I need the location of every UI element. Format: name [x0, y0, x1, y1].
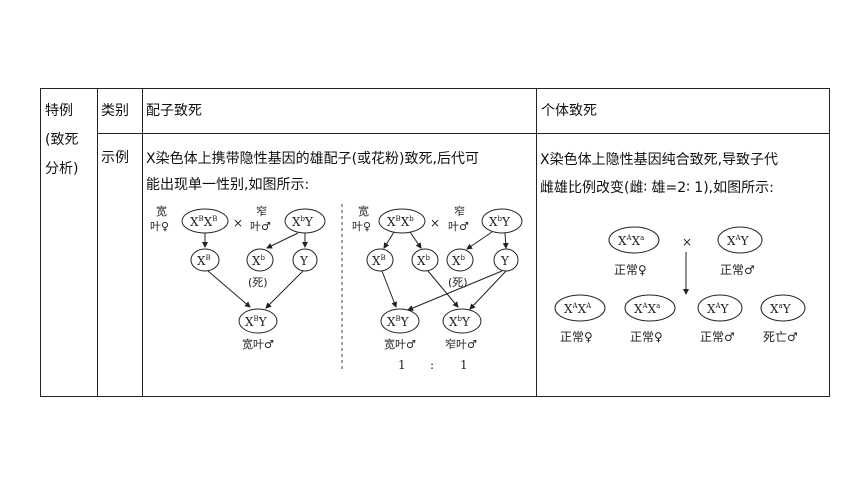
ratio-separator: :	[430, 358, 434, 372]
arrow	[427, 270, 459, 308]
gamete-node	[366, 248, 394, 272]
phenotype-label: 正常♀	[560, 330, 593, 344]
offspring-label: 窄叶♂	[445, 337, 477, 351]
genotype-text: XBXb	[387, 215, 414, 229]
parent-female-label: 叶♀	[150, 220, 169, 233]
genetics-table: 特例 (致死 分析) 类别 配子致死 个体致死 示例 X染色体上携带隐性基因的雄…	[40, 88, 830, 397]
arrow	[466, 231, 493, 250]
genotype-text: XBY	[245, 315, 268, 329]
genotype-text: Y	[299, 254, 309, 268]
phenotype-label: 正常♂	[720, 263, 755, 277]
genotype-text: Xb	[417, 254, 431, 268]
offspring-node	[238, 308, 278, 334]
gamete-description-line: X染色体上携带隐性基因的雄配子(或花粉)致死,后代可	[146, 151, 479, 167]
genotype-text: XAY	[707, 302, 730, 316]
row-header-line: (致死	[45, 132, 79, 148]
arrow	[407, 270, 503, 311]
genotype-text: XAXa	[618, 234, 644, 248]
genotype-text: Y	[500, 254, 510, 268]
genotype-text: XBXB	[190, 215, 217, 229]
parent-male-label: 叶♂	[448, 220, 469, 233]
header-individual-lethal: 个体致死	[541, 103, 597, 119]
row-divider	[97, 133, 829, 134]
genotype-text: Xb	[252, 254, 266, 268]
gamete-description: X染色体上携带隐性基因的雄配子(或花粉)致死,后代可 能出现单一性别,如图所示:	[146, 146, 479, 198]
ratio-value: 1	[398, 358, 406, 372]
parent-male-node	[481, 208, 523, 234]
ratio-value: 1	[460, 358, 468, 372]
offspring-node	[554, 294, 606, 322]
offspring-label: 宽叶♂	[384, 337, 416, 351]
individual-lethal-cross-diagram: XAXa 正常♀ × XAY 正常♂ XAXA 正常♀ XAXa 正常♀ XAY…	[554, 226, 806, 344]
col-divider	[142, 89, 143, 396]
genotype-text: XAXa	[634, 302, 660, 316]
header-gamete-lethal: 配子致死	[146, 103, 202, 119]
individual-description-line: 雌雄比例改变(雌∶ 雄=2∶ 1),如图所示:	[540, 180, 774, 196]
header-category: 类别	[101, 103, 129, 119]
arrow	[381, 270, 397, 308]
genotype-text: XbY	[292, 215, 314, 229]
parent-female-label: 叶♀	[352, 220, 371, 233]
parent-male-node	[717, 226, 763, 254]
parent-female-label: 宽	[358, 204, 369, 218]
individual-description-line: X染色体上隐性基因纯合致死,导致子代	[540, 152, 779, 168]
offspring-node	[624, 294, 676, 322]
arrow	[502, 232, 509, 249]
offspring-label: 宽叶♂	[242, 337, 274, 351]
example-label: 示例	[101, 150, 129, 166]
parent-female-node	[608, 226, 660, 254]
row-header: 特例 (致死 分析)	[45, 97, 78, 184]
lethal-note: (死)	[248, 276, 268, 289]
row-header-line: 分析)	[45, 161, 79, 177]
phenotype-label: 正常♂	[700, 330, 735, 344]
arrow	[383, 231, 395, 249]
col-divider	[97, 89, 98, 396]
arrow	[266, 232, 299, 249]
phenotype-label: 正常♀	[614, 263, 647, 277]
cross-symbol: ×	[682, 235, 692, 249]
cross-symbol: ×	[430, 216, 440, 230]
phenotype-label: 死亡♂	[763, 330, 798, 344]
gamete-node	[246, 248, 274, 272]
arrow	[265, 270, 304, 309]
gamete-node	[190, 248, 220, 272]
genotype-text: XB	[197, 254, 211, 268]
lethal-note: (死)	[448, 276, 468, 289]
genotype-text: XB	[372, 254, 386, 268]
parent-male-label: 窄	[256, 204, 267, 218]
gamete-node	[446, 248, 474, 272]
gamete-node	[292, 248, 318, 272]
arrow	[207, 270, 251, 308]
arrow	[469, 270, 507, 310]
genotype-text: XAXA	[564, 302, 592, 316]
row-header-line: 特例	[45, 103, 73, 119]
genotype-text: XBY	[387, 315, 410, 329]
offspring-node	[697, 294, 743, 322]
parent-male-label: 窄	[454, 204, 465, 218]
individual-description: X染色体上隐性基因纯合致死,导致子代 雌雄比例改变(雌∶ 雄=2∶ 1),如图所…	[540, 146, 778, 202]
genotype-text: XbY	[489, 215, 511, 229]
genotype-text: XbY	[449, 315, 471, 329]
offspring-node	[380, 308, 420, 334]
offspring-node	[442, 308, 482, 334]
col-divider	[536, 89, 537, 396]
parent-female-node	[378, 208, 426, 234]
genotype-text: Xb	[452, 254, 466, 268]
gamete-lethal-cross-diagram: 宽 叶♀ XBXB × 窄 叶♂ XbY XB Xb (死) Y XBY 宽叶♂…	[150, 204, 523, 372]
gamete-description-line: 能出现单一性别,如图所示:	[146, 177, 310, 193]
arrow	[409, 231, 422, 249]
parent-female-label: 宽	[156, 204, 167, 218]
phenotype-label: 正常♀	[630, 330, 663, 344]
genotype-text: XAY	[727, 234, 750, 248]
gamete-node	[411, 248, 439, 272]
cross-symbol: ×	[233, 216, 243, 230]
genotype-text: XaY	[770, 302, 792, 316]
parent-male-label: 叶♂	[250, 220, 271, 233]
offspring-node	[760, 294, 806, 322]
